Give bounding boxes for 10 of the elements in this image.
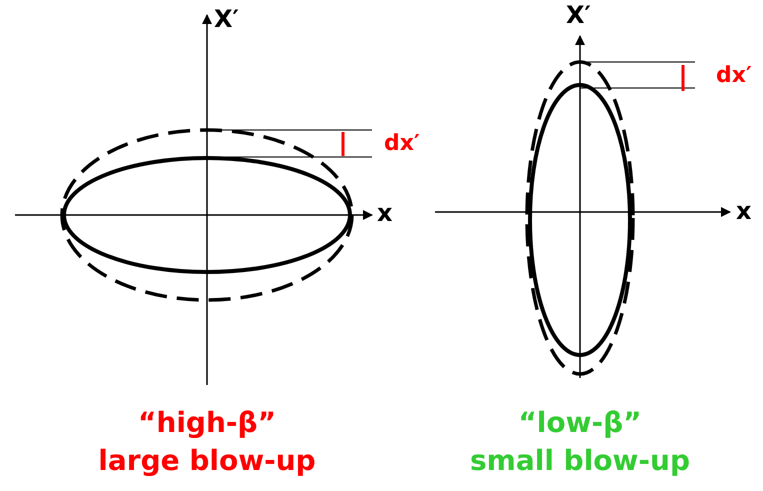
caption-text: “high-β” bbox=[137, 405, 277, 440]
caption-text: small blow-up bbox=[468, 443, 692, 478]
axis-label: x bbox=[377, 198, 392, 228]
axis-label: x bbox=[736, 196, 752, 226]
measurement-label: dx′ bbox=[384, 130, 420, 158]
caption-text: large blow-up bbox=[97, 443, 317, 478]
axis-label: X′ bbox=[214, 4, 239, 34]
axis-label: X′ bbox=[566, 0, 591, 30]
caption-text: “low-β” bbox=[517, 405, 643, 440]
measurement-label: dx′ bbox=[716, 62, 752, 90]
